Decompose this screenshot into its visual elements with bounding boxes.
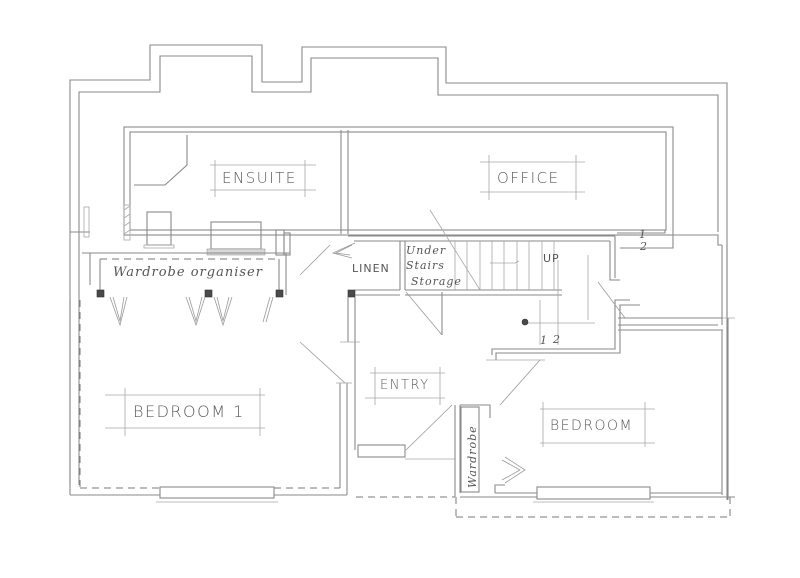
under-stairs-label-line3: Storage xyxy=(411,275,462,288)
bedroom-2-room xyxy=(356,318,735,518)
entry-area xyxy=(354,342,455,460)
stair-step-marker-1: 1 xyxy=(540,334,548,347)
under-stairs-label-line2: Stairs xyxy=(406,259,445,272)
office-label: OFFICE xyxy=(497,169,560,187)
wardrobe-label: Wardrobe xyxy=(466,425,479,488)
left-outer-wall xyxy=(70,206,90,238)
under-stairs-label-line1: Under xyxy=(406,244,447,257)
ensuite-room xyxy=(123,130,349,256)
stairs-up-label: UP xyxy=(543,252,560,265)
building-outline xyxy=(123,126,674,236)
wardrobe-organiser xyxy=(82,252,356,327)
bedroom-2-label: BEDROOM xyxy=(550,418,634,434)
linen-and-stair-storage xyxy=(299,235,615,336)
linen-label: LINEN xyxy=(352,262,390,275)
entry-label: ENTRY xyxy=(380,378,430,393)
ensuite-label: ENSUITE xyxy=(222,169,297,187)
bedroom-1-label: BEDROOM 1 xyxy=(133,402,245,421)
office-landing xyxy=(617,230,735,326)
stair-step-marker-2: 2 xyxy=(553,333,561,346)
staircase xyxy=(454,236,640,406)
office-step-marker-2: 2 xyxy=(640,240,648,253)
wardrobe-organiser-label: Wardrobe organiser xyxy=(113,265,263,280)
bedroom-1-room xyxy=(69,297,360,503)
office-step-marker-1: 1 xyxy=(639,228,647,241)
outer-eave-outline xyxy=(69,44,728,500)
label-guide-lines xyxy=(105,155,655,447)
